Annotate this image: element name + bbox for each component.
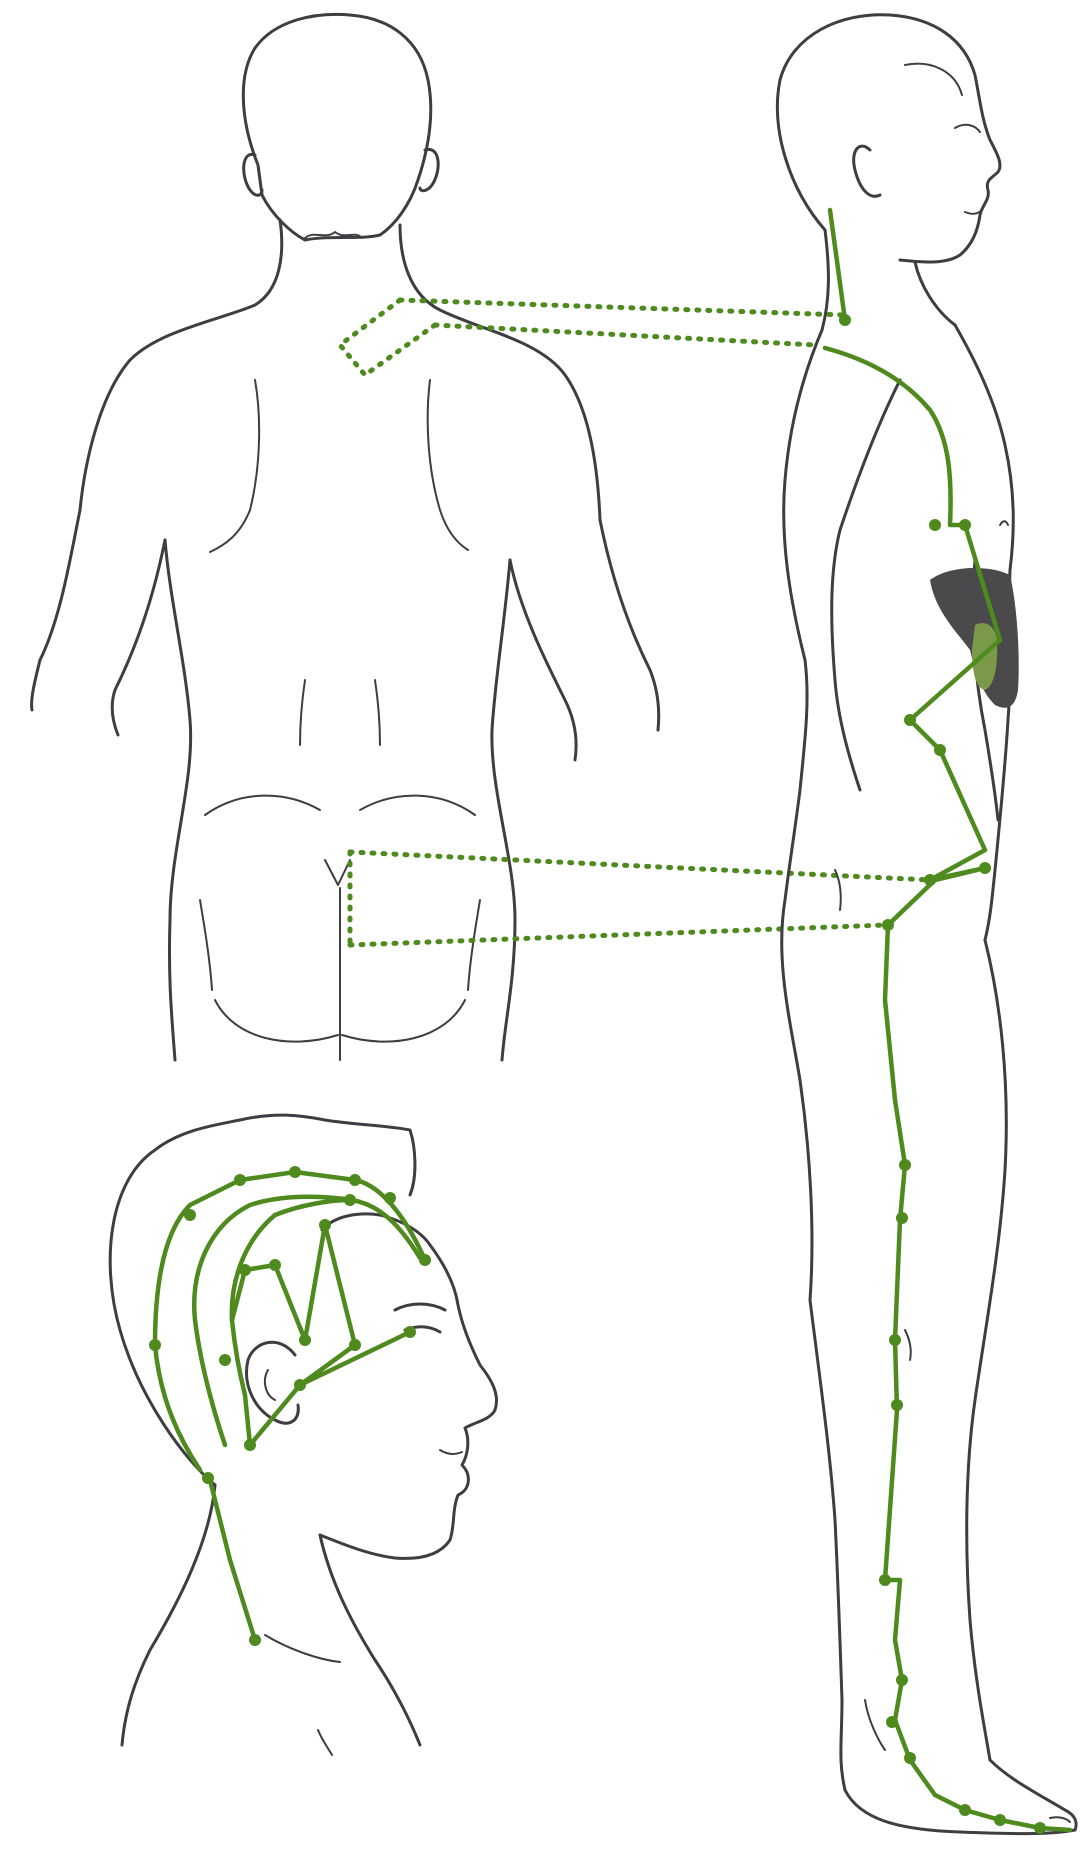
neck-descend — [210, 1480, 255, 1640]
acupoint — [349, 1339, 361, 1351]
acupoint — [929, 519, 941, 531]
acupoint — [349, 1174, 361, 1186]
acupoint — [404, 1326, 416, 1338]
acupoint — [269, 1259, 281, 1271]
acupoint — [886, 1716, 898, 1728]
acupoint — [839, 314, 851, 326]
head-meridian — [155, 1172, 425, 1640]
acupoint — [239, 1264, 251, 1276]
side-view-figure — [777, 15, 1076, 1834]
acupoint — [959, 519, 971, 531]
acupoint — [244, 1439, 256, 1451]
stomach-organ — [930, 568, 1019, 708]
face-connector — [250, 1385, 300, 1445]
acupoint — [891, 1399, 903, 1411]
acupoint — [419, 1254, 431, 1266]
acupoint — [934, 744, 946, 756]
acupoint — [959, 1804, 971, 1816]
acupoint — [904, 714, 916, 726]
acupoint — [202, 1472, 214, 1484]
acupoint — [994, 1814, 1006, 1826]
acupoint — [234, 1174, 246, 1186]
acupoint — [344, 1194, 356, 1206]
head-figure — [110, 1115, 496, 1755]
acupoint — [1034, 1822, 1046, 1834]
acupoint — [219, 1354, 231, 1366]
acupoint — [319, 1219, 331, 1231]
acupoint — [294, 1379, 306, 1391]
acupoint — [384, 1192, 396, 1204]
side-meridian — [825, 210, 1070, 1830]
side-meridian-points — [839, 314, 1046, 1834]
acupoint — [896, 1674, 908, 1686]
acupoint — [249, 1634, 261, 1646]
acupoint — [904, 1752, 916, 1764]
hip-connector-upper — [350, 852, 930, 880]
neck-meridian-line — [830, 210, 845, 320]
torso-meridian-line — [825, 348, 1070, 1830]
acupoint — [979, 862, 991, 874]
zigzag-head-path — [232, 1225, 410, 1385]
acupoint — [924, 874, 936, 886]
acupoint — [882, 919, 894, 931]
neck-connector — [400, 300, 845, 315]
shoulder-connector — [435, 325, 815, 345]
acupoint — [889, 1334, 901, 1346]
acupoint — [299, 1334, 311, 1346]
acupoint — [289, 1166, 301, 1178]
acupoint — [899, 1159, 911, 1171]
shoulder-blade-outline — [340, 300, 435, 375]
acupoint — [184, 1209, 196, 1221]
acupoint — [149, 1339, 161, 1351]
back-view-figure — [32, 14, 659, 1060]
acupoint — [896, 1212, 908, 1224]
acupoint — [879, 1574, 891, 1586]
inner-head-arc — [232, 1200, 350, 1445]
hip-connector-lower — [350, 925, 885, 945]
